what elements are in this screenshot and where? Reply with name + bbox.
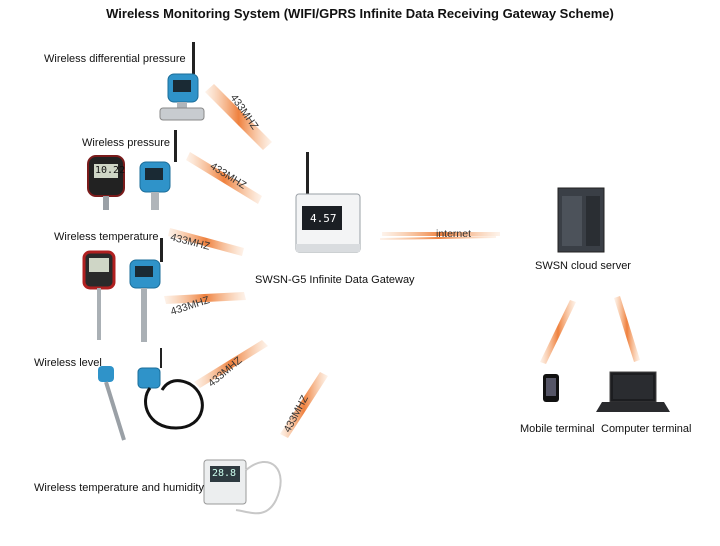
gateway-display-value: 4.57 — [310, 212, 337, 225]
diagram-title: Wireless Monitoring System (WIFI/GPRS In… — [106, 6, 614, 21]
mobile-terminal-label: Mobile terminal — [520, 423, 595, 435]
gateway-label: SWSN-G5 Infinite Data Gateway — [255, 274, 415, 286]
signal-beams — [164, 84, 640, 438]
beam-internet — [382, 232, 500, 236]
beam-internet-2 — [380, 236, 496, 240]
label-diff-pressure: Wireless differential pressure — [44, 53, 186, 65]
beam-computer — [614, 296, 640, 362]
level-devices — [98, 348, 204, 441]
cloud-server — [557, 187, 605, 253]
label-temperature: Wireless temperature — [54, 231, 159, 243]
pressure-devices — [87, 130, 177, 210]
diff-pressure-transmitter — [159, 42, 205, 121]
beam-pressure — [186, 152, 262, 204]
laptop — [596, 371, 670, 412]
pressure-gauge-reading: 10.22 — [95, 165, 126, 176]
beam-temperature-2 — [164, 292, 246, 304]
beam-humidity — [280, 372, 328, 438]
computer-terminal-label: Computer terminal — [601, 423, 692, 435]
beam-temperature — [168, 228, 244, 256]
server-label: SWSN cloud server — [535, 260, 631, 272]
beam-mobile — [540, 300, 576, 364]
humidity-display-value: 28.8 — [212, 468, 237, 479]
label-temp-humidity: Wireless temperature and humidity — [34, 482, 204, 494]
label-pressure: Wireless pressure — [82, 137, 171, 149]
gateway-device — [295, 152, 361, 253]
beam-diff-pressure — [205, 84, 272, 150]
temp-humidity-device — [203, 459, 282, 515]
mobile-phone — [543, 374, 559, 402]
label-level: Wireless level — [34, 357, 102, 369]
temperature-devices — [82, 238, 163, 342]
internet-label: internet — [436, 228, 472, 240]
beam-level — [194, 340, 268, 388]
